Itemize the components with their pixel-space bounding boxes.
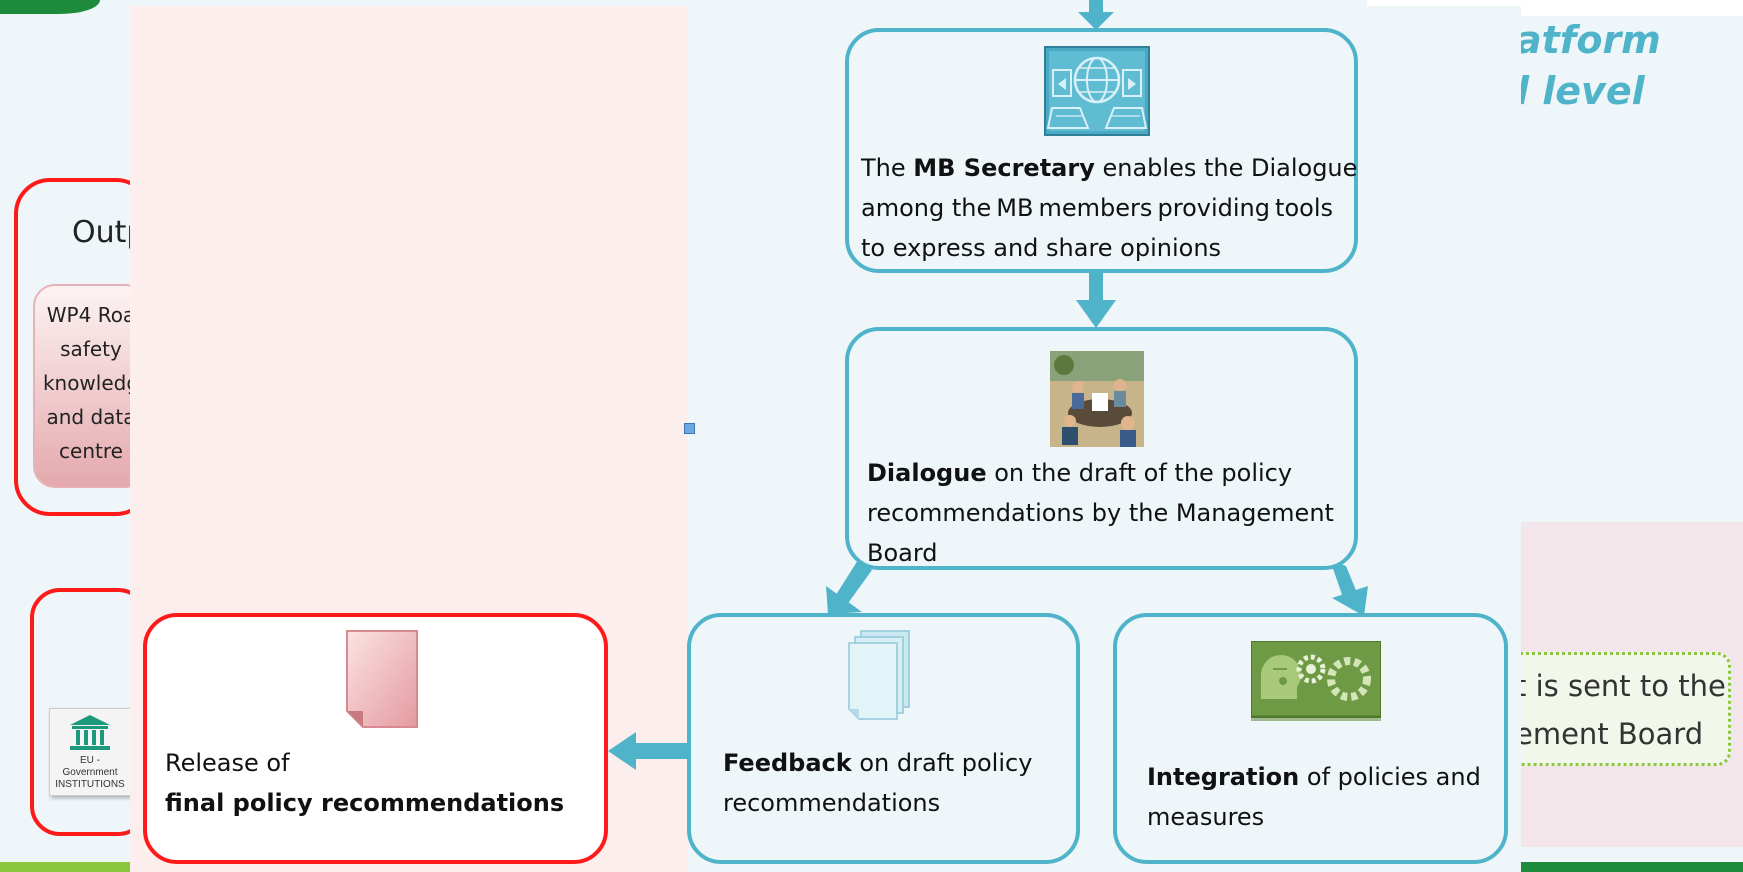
mb-secretary-text: The MB Secretary enables the Dialogue am… (861, 148, 1357, 268)
dialogue-line-3: Board (867, 539, 938, 567)
meeting-people-icon (1050, 351, 1144, 447)
mb-secretary-word: among the (861, 194, 992, 222)
mb-secretary-text-post: enables the Dialogue (1094, 154, 1358, 182)
integration-text: Integration of policies and measures (1147, 757, 1502, 837)
integration-box: Integration of policies and measures (1113, 613, 1508, 864)
feedback-text-post: on draft policy (851, 749, 1033, 777)
feedback-line-1: Feedback on draft policy (723, 743, 1073, 783)
mb-secretary-word: providing (1157, 194, 1270, 222)
integration-line-2: measures (1147, 803, 1265, 831)
mb-secretary-text-pre: The (861, 154, 914, 182)
release-bold: final policy recommendations (165, 789, 565, 817)
eu-label-line: EU - (80, 755, 100, 766)
wp4-line: safety (60, 337, 122, 361)
integration-text-post: of policies and (1299, 763, 1481, 791)
eu-institutions-badge: EU - Government INSTITUTIONS (49, 708, 131, 796)
background-title-line: atform (1516, 18, 1661, 62)
gears-head-icon (1251, 641, 1381, 721)
feedback-line-2: recommendations (723, 789, 941, 817)
arrow-dialogue-to-feedback (826, 560, 872, 614)
mb-secretary-line-3: to express and share opinions (861, 234, 1222, 262)
integration-line-1: Integration of policies and (1147, 757, 1502, 797)
mb-secretary-line-1: The MB Secretary enables the Dialogue (861, 148, 1357, 188)
dotted-text-line: t is sent to the (1515, 669, 1726, 703)
dialogue-line-2: recommendations by the Management (867, 499, 1334, 527)
globe-computers-icon (1044, 46, 1150, 136)
arrow-dialogue-to-integration (1330, 560, 1368, 616)
resize-handle[interactable] (684, 423, 695, 434)
wp4-line: WP4 Roa (46, 303, 136, 327)
mb-secretary-bold: MB Secretary (913, 154, 1095, 182)
wp4-line: and data (46, 405, 136, 429)
feedback-box: Feedback on draft policy recommendations (687, 613, 1080, 864)
mb-secretary-box: The MB Secretary enables the Dialogue am… (845, 28, 1358, 273)
background-title-line: l level (1516, 69, 1645, 113)
dialogue-bold: Dialogue (867, 459, 987, 487)
dialogue-box: Dialogue on the draft of the policy reco… (845, 327, 1358, 570)
mb-secretary-word: tools (1275, 194, 1333, 222)
mb-secretary-word: members (1038, 194, 1153, 222)
background-wp4-text: WP4 Roa safety knowledg and data centre (36, 298, 146, 468)
background-slide-title: atform l level (1516, 15, 1661, 117)
eu-institutions-label: EU - Government INSTITUTIONS (50, 755, 130, 791)
dotted-text-line: ement Board (1515, 717, 1704, 751)
feedback-text: Feedback on draft policy recommendations (723, 743, 1073, 823)
footer-green-right (1367, 862, 1743, 872)
mb-secretary-word: MB (996, 194, 1034, 222)
arrow-feedback-to-release (608, 732, 688, 770)
wp4-line: knowledg (42, 371, 140, 395)
release-box: Release of final policy recommendations (143, 613, 608, 864)
arrow-top-in (1078, 0, 1114, 30)
feedback-bold: Feedback (723, 749, 852, 777)
wp4-line: centre (59, 439, 123, 463)
release-line-1: Release of (165, 749, 290, 777)
release-line-2: final policy recommendations (165, 783, 595, 823)
dialogue-line-1: Dialogue on the draft of the policy (867, 453, 1337, 493)
building-icon (70, 715, 110, 750)
arrow-secretary-to-dialogue (1076, 272, 1116, 328)
green-header-accent (0, 0, 100, 14)
documents-stack-icon (848, 630, 910, 720)
document-icon (346, 630, 418, 728)
background-dotted-text: t is sent to the ement Board (1515, 662, 1726, 758)
eu-label-line: Government (62, 767, 118, 778)
dialogue-text: Dialogue on the draft of the policy reco… (867, 453, 1337, 573)
eu-label-line: INSTITUTIONS (55, 779, 125, 790)
dialogue-text-post: on the draft of the policy (986, 459, 1293, 487)
mb-secretary-line-2: among the MB members providing tools (861, 188, 1333, 228)
integration-bold: Integration (1147, 763, 1300, 791)
footer-green-left (0, 862, 130, 872)
release-text: Release of final policy recommendations (165, 743, 595, 823)
